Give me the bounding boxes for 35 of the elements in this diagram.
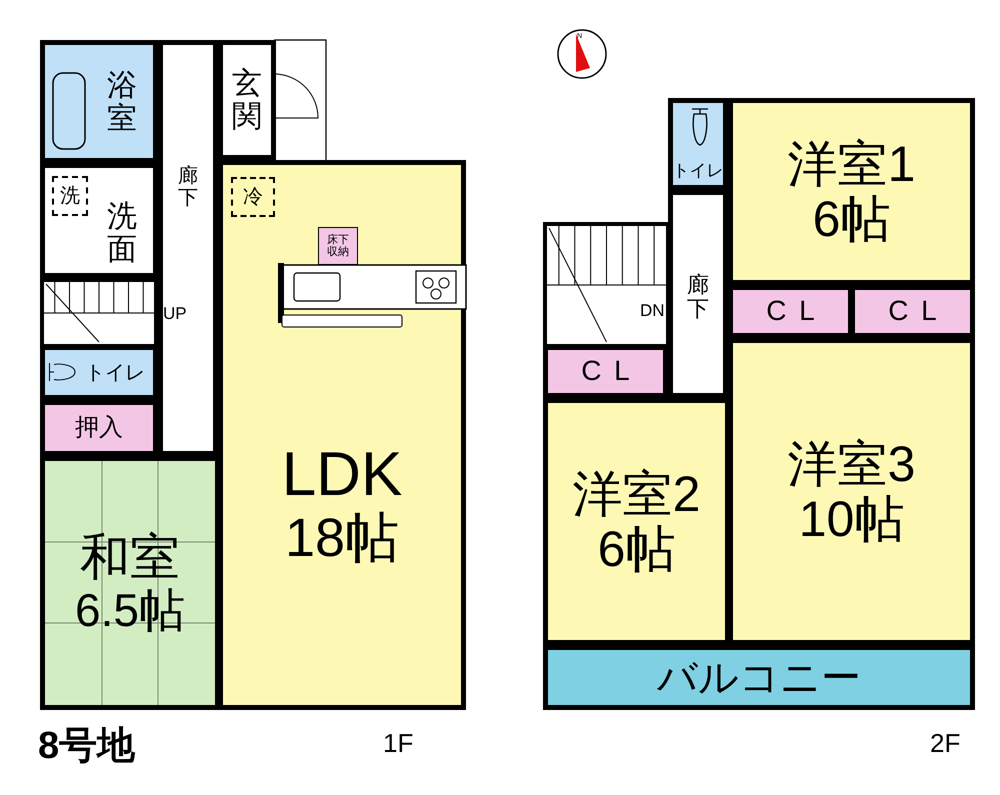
room-name: 押入 (75, 414, 123, 442)
washer-space (52, 176, 88, 216)
stair-direction: UP (163, 305, 187, 322)
room-size: 10帖 (798, 492, 904, 546)
floor-label: 2F (930, 730, 960, 756)
floor-label: 1F (383, 730, 414, 756)
room-name: 廊下 (178, 165, 198, 209)
balcony (543, 645, 975, 710)
lot-number: 8号地 (38, 727, 136, 765)
room-name: 床下収納 (326, 234, 350, 258)
room-size: 6帖 (812, 192, 890, 246)
living-dining-kitchen (218, 160, 466, 710)
stair-direction: DN (640, 302, 665, 319)
room-name: トイレ (672, 162, 724, 181)
room-name: 冷 (243, 186, 263, 208)
room-name: 廊下 (687, 273, 709, 322)
room-name: 洗 (60, 185, 80, 207)
room-size: 6.5帖 (75, 585, 185, 636)
room-name: 和室 (80, 530, 180, 586)
floor-storage (318, 227, 358, 265)
room-name: 洗面 (107, 200, 137, 266)
room-size: 6帖 (598, 522, 676, 576)
room-name: CL (887, 296, 950, 327)
room-name: トイレ (85, 362, 145, 384)
room-name: 洋室2 (572, 466, 700, 522)
room-name: 洋室1 (788, 136, 916, 192)
fridge-space (231, 177, 275, 217)
room-name: バルコニー (657, 656, 861, 700)
room-name: 浴室 (107, 68, 137, 134)
room-name: 玄関 (232, 67, 262, 133)
room-name: 洋室3 (788, 436, 916, 492)
room-name: LDK (282, 441, 402, 510)
room-name: CL (580, 356, 642, 387)
room-name: CL (765, 296, 828, 327)
room-size: 18帖 (284, 509, 400, 569)
